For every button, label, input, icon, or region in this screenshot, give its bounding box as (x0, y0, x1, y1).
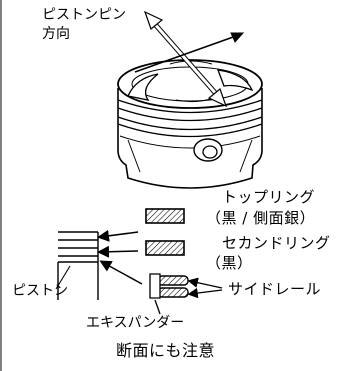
label-second-ring-note: （黒） (206, 254, 253, 272)
arrow-oil-ring (99, 260, 143, 285)
label-piston-pin: ピストンピン (42, 7, 126, 23)
expander-section (149, 273, 161, 299)
label-second-ring: セカンドリング (222, 234, 331, 252)
front-arrowhead (230, 32, 245, 43)
arrow-top-ring (97, 229, 139, 242)
label-top-ring: トップリング (222, 188, 316, 206)
skirt-lower-band (119, 135, 261, 149)
leader-expander (154, 299, 161, 315)
side-rail-upper (157, 275, 189, 286)
side-rail-lower (157, 287, 189, 298)
valve-relief-right (217, 69, 254, 92)
label-side-rail: サイドレール (228, 280, 322, 298)
leader-piston (55, 265, 71, 290)
piston-skirt (117, 88, 263, 189)
skirt-side-right (239, 139, 253, 173)
piston-illustration (117, 10, 263, 189)
ring-groove-4 (117, 123, 263, 138)
skirt-side-left (127, 139, 141, 173)
valve-relief-left (127, 73, 159, 101)
label-piston-pin-direction: 方向 (42, 26, 70, 42)
front-direction-axis (134, 35, 237, 73)
pin-arrowhead-top (143, 10, 164, 31)
leader-side-rail-2 (187, 287, 223, 299)
pin-boss-inner (202, 145, 218, 159)
label-piston: ピストン (12, 283, 68, 299)
pin-arrowhead-bottom (207, 87, 228, 108)
leader-side-rail-1 (187, 277, 223, 289)
ring-section (55, 208, 223, 315)
ring-groove-2 (117, 107, 263, 122)
footer-caption: 断面にも注意 (116, 341, 216, 360)
ring-groove-1 (117, 99, 263, 114)
label-top-ring-note: （黒 / 側面銀） (206, 209, 316, 227)
second-ring-section (145, 240, 185, 256)
arrow-second-ring (97, 245, 139, 258)
ring-groove-3 (117, 116, 263, 131)
label-expander: エキスパンダー (86, 315, 185, 331)
top-ring-section (145, 208, 185, 224)
